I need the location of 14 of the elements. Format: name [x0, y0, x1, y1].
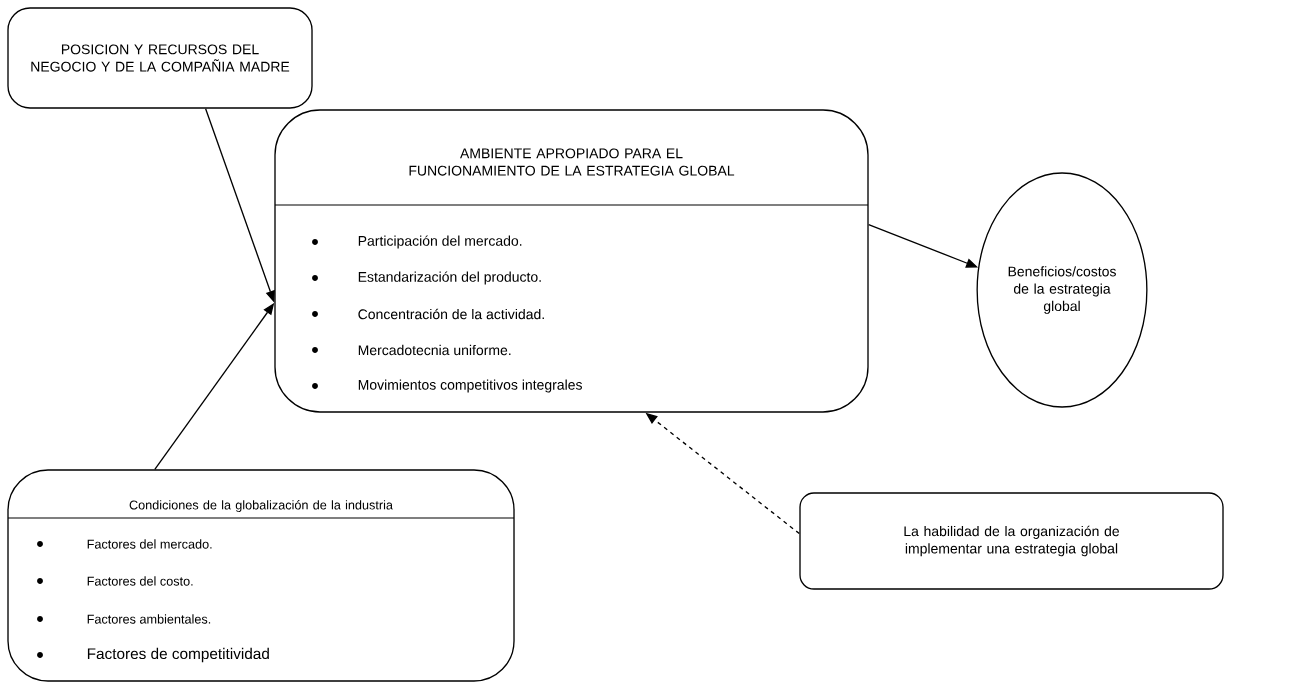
list-item: Factores ambientales. [37, 614, 211, 624]
list-item: Movimientos competitivos integrales [312, 379, 582, 393]
list-item: Concentración de la actividad. [312, 308, 544, 320]
heading: AMBIENTE APROPIADO PARA EL FUNCIONAMIENTO DE LA ESTRATEGIA GLOBAL [409, 148, 735, 176]
list-item: Factores del costo. [37, 576, 193, 586]
list-item: Factores del mercado. [37, 539, 212, 549]
arrow [868, 223, 978, 268]
heading: Condiciones de la globalización de la industria [129, 500, 393, 512]
list-item: Factores de competitividad [37, 647, 269, 663]
rounded-box: La habilidad de la organización de implementar una estrategia global [799, 492, 1224, 590]
list-item: Participación del mercado. [312, 235, 522, 249]
list-item: Mercadotecnia uniforme. [312, 344, 511, 356]
list-item: Estandarización del producto. [312, 271, 541, 285]
rounded-box: POSICION Y RECURSOS DEL NEGOCIO Y DE LA COMPAÑIA MADRE [7, 7, 313, 109]
